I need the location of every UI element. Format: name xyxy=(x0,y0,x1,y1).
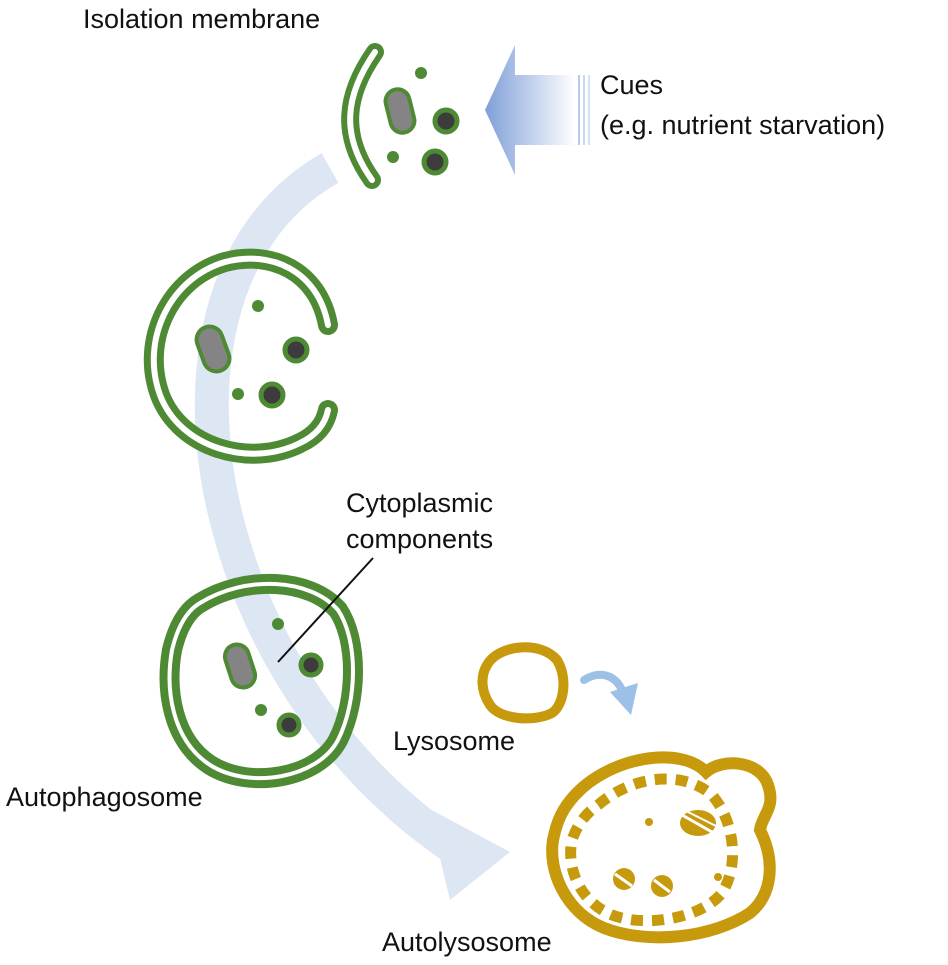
cytoplasmic-leader-line xyxy=(277,557,374,663)
label-components: components xyxy=(346,524,493,554)
autophagosome xyxy=(159,573,363,789)
isolation-membrane xyxy=(341,43,460,189)
phagophore xyxy=(143,248,338,464)
lysosome xyxy=(477,642,569,724)
isolation-organelles xyxy=(383,67,460,176)
label-autophagosome: Autophagosome xyxy=(6,782,203,812)
cue-arrow xyxy=(485,45,590,175)
label-cues-example: (e.g. nutrient starvation) xyxy=(600,110,885,140)
autolysosome xyxy=(546,751,777,944)
fusion-arrow xyxy=(580,670,638,715)
label-autolysosome: Autolysosome xyxy=(382,927,552,957)
label-cytoplasmic: Cytoplasmic xyxy=(346,488,493,518)
autophagosome-organelles xyxy=(222,618,324,738)
degraded-contents xyxy=(613,810,722,897)
label-lysosome: Lysosome xyxy=(393,726,515,756)
label-cues: Cues xyxy=(600,70,663,100)
phagophore-organelles xyxy=(194,300,310,409)
label-isolation-membrane: Isolation membrane xyxy=(83,4,320,34)
